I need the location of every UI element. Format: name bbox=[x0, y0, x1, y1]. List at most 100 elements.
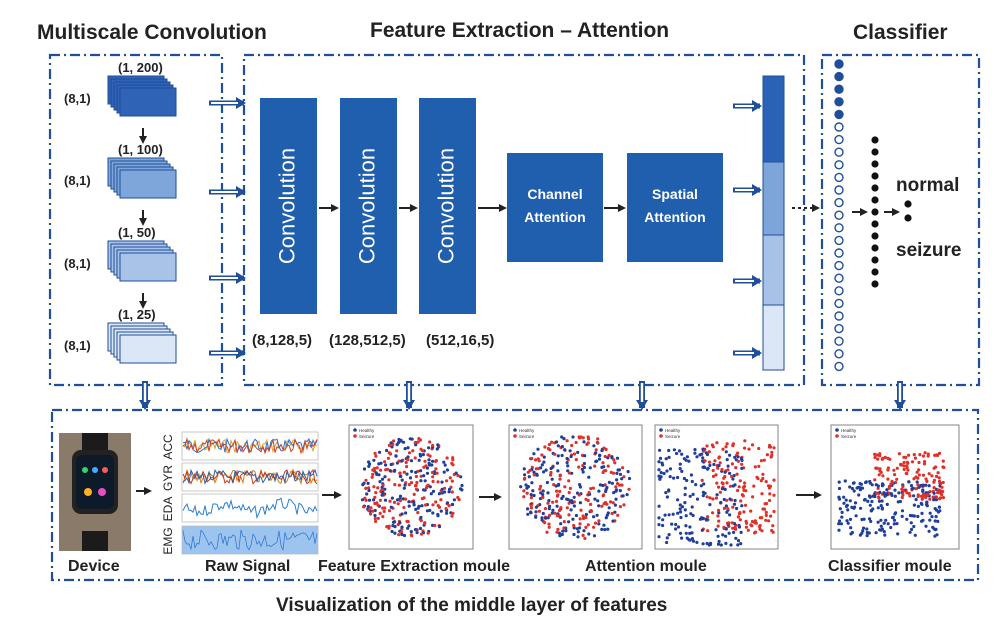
seizure-point bbox=[538, 487, 542, 491]
healthy-point bbox=[734, 536, 738, 540]
healthy-point bbox=[915, 480, 919, 484]
scale-channels-label: (8,1) bbox=[64, 338, 91, 353]
healthy-point bbox=[934, 527, 938, 531]
signal-trace bbox=[182, 497, 318, 520]
seizure-point bbox=[448, 476, 452, 480]
healthy-point bbox=[419, 515, 423, 520]
healthy-point bbox=[534, 505, 539, 509]
seizure-point bbox=[905, 465, 909, 470]
seizure-point bbox=[912, 453, 916, 457]
hidden-neuron bbox=[871, 280, 879, 288]
seizure-point bbox=[436, 480, 440, 484]
healthy-point bbox=[889, 492, 894, 496]
seizure-point bbox=[543, 507, 548, 511]
seizure-point bbox=[364, 486, 368, 490]
healthy-point bbox=[732, 530, 736, 535]
healthy-point bbox=[587, 532, 591, 536]
seizure-point bbox=[725, 481, 729, 485]
healthy-point bbox=[400, 478, 404, 482]
healthy-point bbox=[695, 540, 699, 545]
seizure-point bbox=[622, 503, 626, 507]
healthy-point bbox=[366, 481, 370, 485]
seizure-point bbox=[528, 468, 532, 473]
signal-channel-label: ACC bbox=[161, 434, 175, 460]
seizure-point bbox=[923, 460, 927, 464]
healthy-point bbox=[897, 491, 901, 495]
healthy-point bbox=[657, 535, 661, 539]
scatter-plots: HealthySeizureHealthySeizureHealthySeizu… bbox=[348, 424, 960, 550]
seizure-point bbox=[941, 489, 945, 494]
seizure-point bbox=[763, 502, 767, 506]
seizure-point bbox=[397, 483, 401, 487]
attention-block bbox=[627, 153, 723, 262]
healthy-point bbox=[933, 507, 937, 511]
healthy-point bbox=[407, 504, 411, 508]
seizure-point bbox=[529, 506, 534, 510]
seizure-point bbox=[565, 506, 569, 510]
seizure-point bbox=[739, 499, 743, 503]
healthy-point bbox=[417, 458, 421, 462]
healthy-point bbox=[574, 513, 579, 518]
seizure-point bbox=[398, 499, 402, 503]
healthy-point bbox=[439, 509, 443, 513]
healthy-point bbox=[676, 525, 681, 529]
healthy-point bbox=[398, 474, 402, 478]
seizure-point bbox=[731, 442, 736, 446]
seizure-point bbox=[388, 452, 392, 456]
healthy-point bbox=[532, 470, 536, 474]
seizure-point bbox=[881, 474, 885, 478]
seizure-point bbox=[714, 496, 719, 500]
seizure-point bbox=[557, 508, 562, 513]
seizure-point bbox=[618, 483, 622, 487]
healthy-point bbox=[534, 510, 538, 514]
healthy-point bbox=[658, 448, 662, 452]
healthy-point bbox=[565, 456, 569, 461]
legend-healthy-marker bbox=[513, 428, 517, 432]
seizure-point bbox=[451, 511, 455, 515]
healthy-point bbox=[881, 483, 885, 487]
scale-layer bbox=[119, 252, 177, 282]
seizure-point bbox=[577, 493, 581, 497]
seizure-point bbox=[419, 447, 423, 451]
healthy-point bbox=[667, 533, 671, 537]
healthy-point bbox=[675, 451, 679, 456]
seizure-point bbox=[721, 447, 725, 451]
healthy-point bbox=[680, 452, 684, 456]
seizure-point bbox=[711, 474, 716, 478]
healthy-point bbox=[662, 471, 666, 476]
healthy-point bbox=[867, 517, 872, 521]
input-neuron bbox=[834, 59, 844, 69]
healthy-point bbox=[719, 543, 723, 547]
seizure-point bbox=[607, 453, 611, 457]
healthy-point bbox=[460, 483, 464, 488]
seizure-point bbox=[562, 520, 566, 524]
seizure-point bbox=[409, 481, 414, 485]
seizure-point bbox=[941, 496, 946, 500]
healthy-point bbox=[688, 525, 692, 529]
healthy-point bbox=[853, 505, 857, 509]
healthy-point bbox=[934, 498, 939, 502]
healthy-point bbox=[844, 498, 848, 502]
input-neuron bbox=[834, 97, 844, 107]
scale-layer bbox=[119, 334, 177, 364]
attention-label-line2: Attention bbox=[644, 209, 705, 225]
seizure-point bbox=[934, 495, 939, 499]
seizure-point bbox=[930, 474, 934, 478]
healthy-point bbox=[928, 518, 932, 522]
healthy-point bbox=[869, 519, 873, 524]
seizure-point bbox=[433, 523, 437, 528]
seizure-point bbox=[874, 466, 878, 470]
seizure-point bbox=[935, 453, 939, 457]
seizure-point bbox=[921, 492, 926, 496]
seizure-point bbox=[927, 472, 931, 476]
healthy-point bbox=[712, 462, 716, 467]
seizure-point bbox=[892, 468, 896, 472]
feature-module-label: Feature Extraction moule bbox=[318, 558, 510, 575]
healthy-point bbox=[690, 505, 694, 509]
healthy-point bbox=[725, 458, 729, 462]
visualization-frame bbox=[50, 408, 980, 582]
healthy-point bbox=[934, 515, 938, 519]
healthy-point bbox=[557, 531, 562, 535]
healthy-point bbox=[885, 488, 889, 492]
seizure-point bbox=[720, 467, 724, 472]
